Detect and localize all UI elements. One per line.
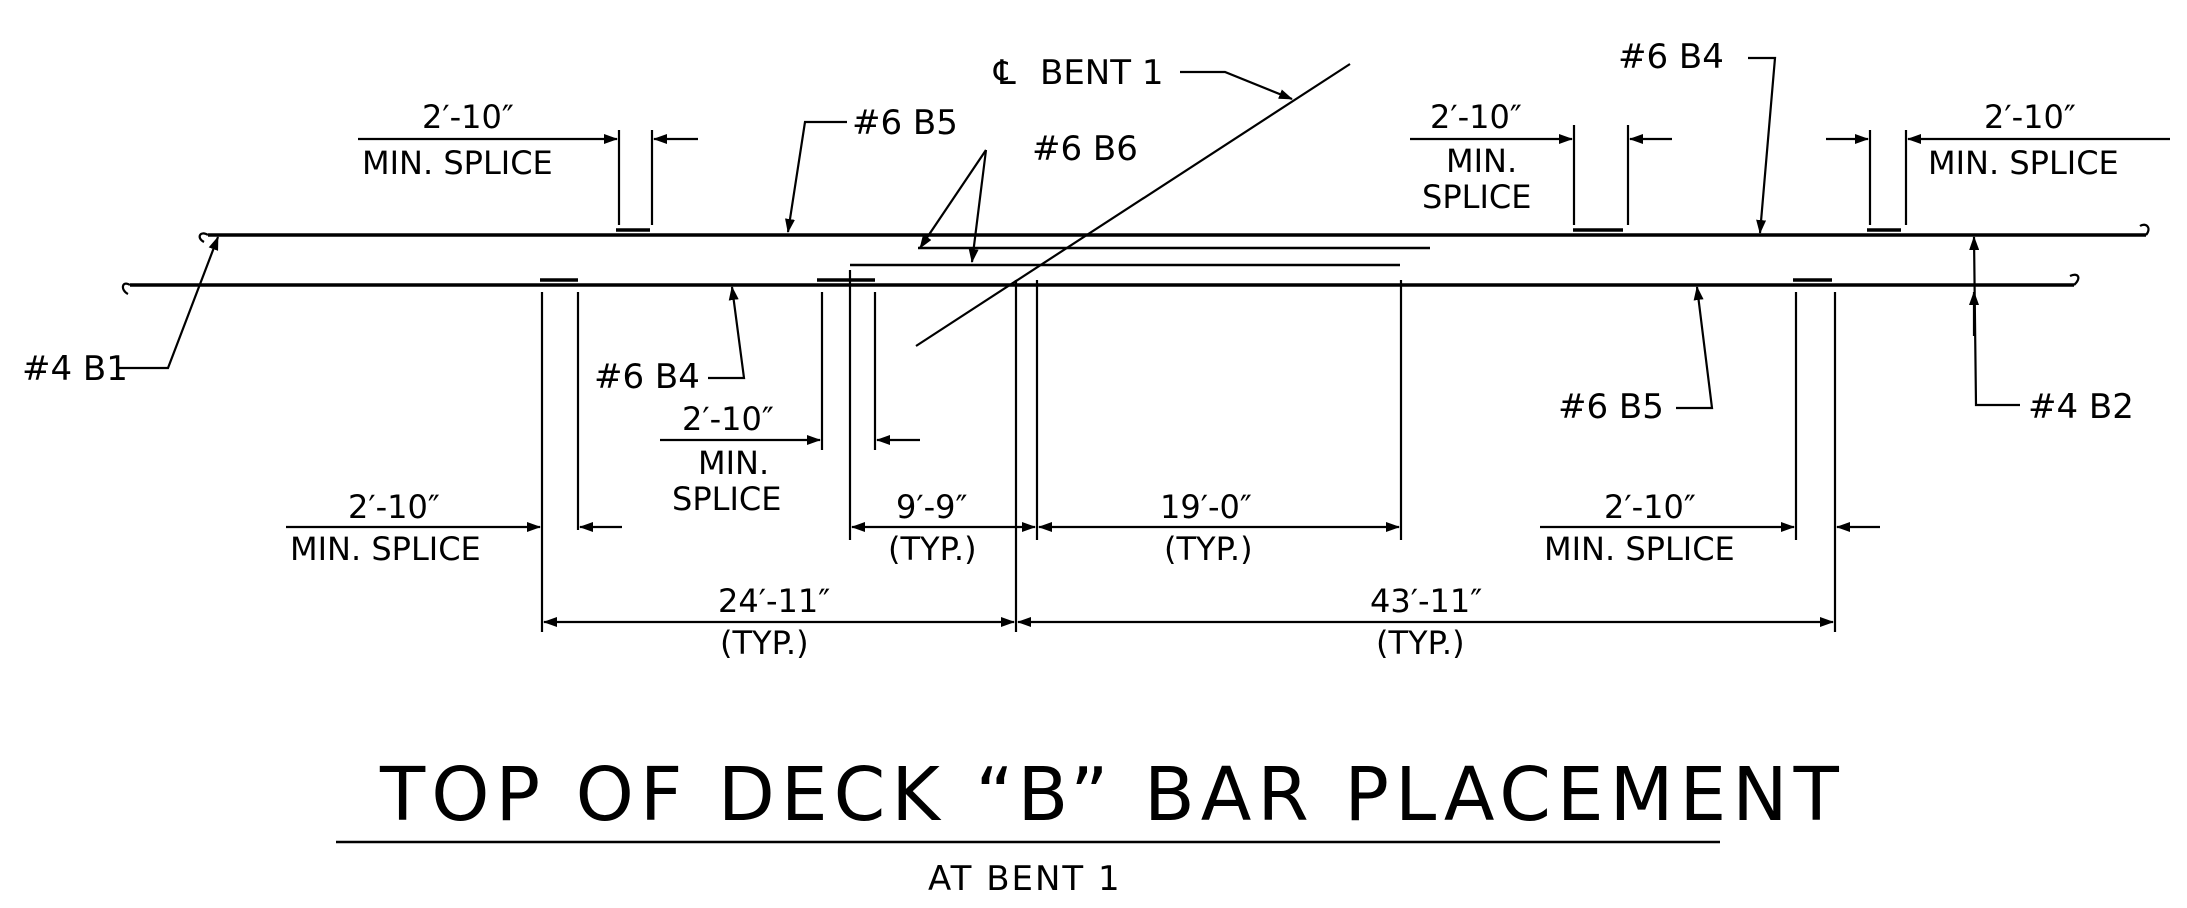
- label-leaders: [118, 56, 2020, 410]
- centerline-leader: [1180, 70, 1293, 101]
- dim-typ: (TYP.): [888, 530, 977, 568]
- label-b1: #4 B1: [22, 349, 128, 389]
- span-dimension-lines: [543, 522, 1834, 627]
- bottom-bar-right-break: [2069, 273, 2080, 286]
- bottom-bar-left-break: [121, 282, 131, 295]
- dim-typ: (TYP.): [1376, 624, 1465, 662]
- splice-length: 2′-10″: [1430, 98, 1522, 136]
- label-b6: #6 B6: [1032, 129, 1138, 169]
- dim-19-0: 19′-0″: [1160, 488, 1252, 526]
- dim-9-9: 9′-9″: [896, 488, 968, 526]
- label-b2: #4 B2: [2028, 387, 2134, 427]
- splice-min-label: MIN. SPLICE: [1928, 144, 2119, 182]
- drawing-subtitle: AT BENT 1: [928, 859, 1122, 899]
- label-b5-top: #6 B5: [852, 103, 958, 143]
- top-bar-right-break: [2139, 223, 2150, 236]
- top-bar-left-break: [198, 232, 209, 243]
- splice-min-word: MIN.: [698, 444, 769, 482]
- label-b5-low: #6 B5: [1558, 387, 1664, 427]
- centerline-symbol: ℄: [993, 53, 1016, 93]
- dim-24-11: 24′-11″: [718, 582, 830, 620]
- splice-length: 2′-10″: [422, 98, 514, 136]
- splice-length: 2′-10″: [1984, 98, 2076, 136]
- splice-splice-word: SPLICE: [672, 480, 781, 518]
- splice-min-word: MIN.: [1446, 142, 1517, 180]
- splice-length: 2′-10″: [1604, 488, 1696, 526]
- splice-min-label: MIN. SPLICE: [290, 530, 481, 568]
- centerline-label: BENT 1: [1040, 53, 1163, 93]
- drawing-title: TOP OF DECK “B” BAR PLACEMENT: [379, 752, 1845, 838]
- splice-length: 2′-10″: [348, 488, 440, 526]
- dim-43-11: 43′-11″: [1370, 582, 1482, 620]
- splice-min-label: MIN. SPLICE: [362, 144, 553, 182]
- bottom-splice-arrows: [286, 435, 1880, 532]
- dim-typ: (TYP.): [720, 624, 809, 662]
- label-b4-top: #6 B4: [1618, 37, 1724, 77]
- bent-centerline: [915, 63, 1351, 347]
- extension-lines: [540, 125, 1908, 632]
- splice-length: 2′-10″: [682, 400, 774, 438]
- splice-min-label: MIN. SPLICE: [1544, 530, 1735, 568]
- splice-splice-word: SPLICE: [1422, 178, 1531, 216]
- label-b4-low: #6 B4: [594, 357, 700, 397]
- longitudinal-bars: [121, 223, 2150, 295]
- dim-typ: (TYP.): [1164, 530, 1253, 568]
